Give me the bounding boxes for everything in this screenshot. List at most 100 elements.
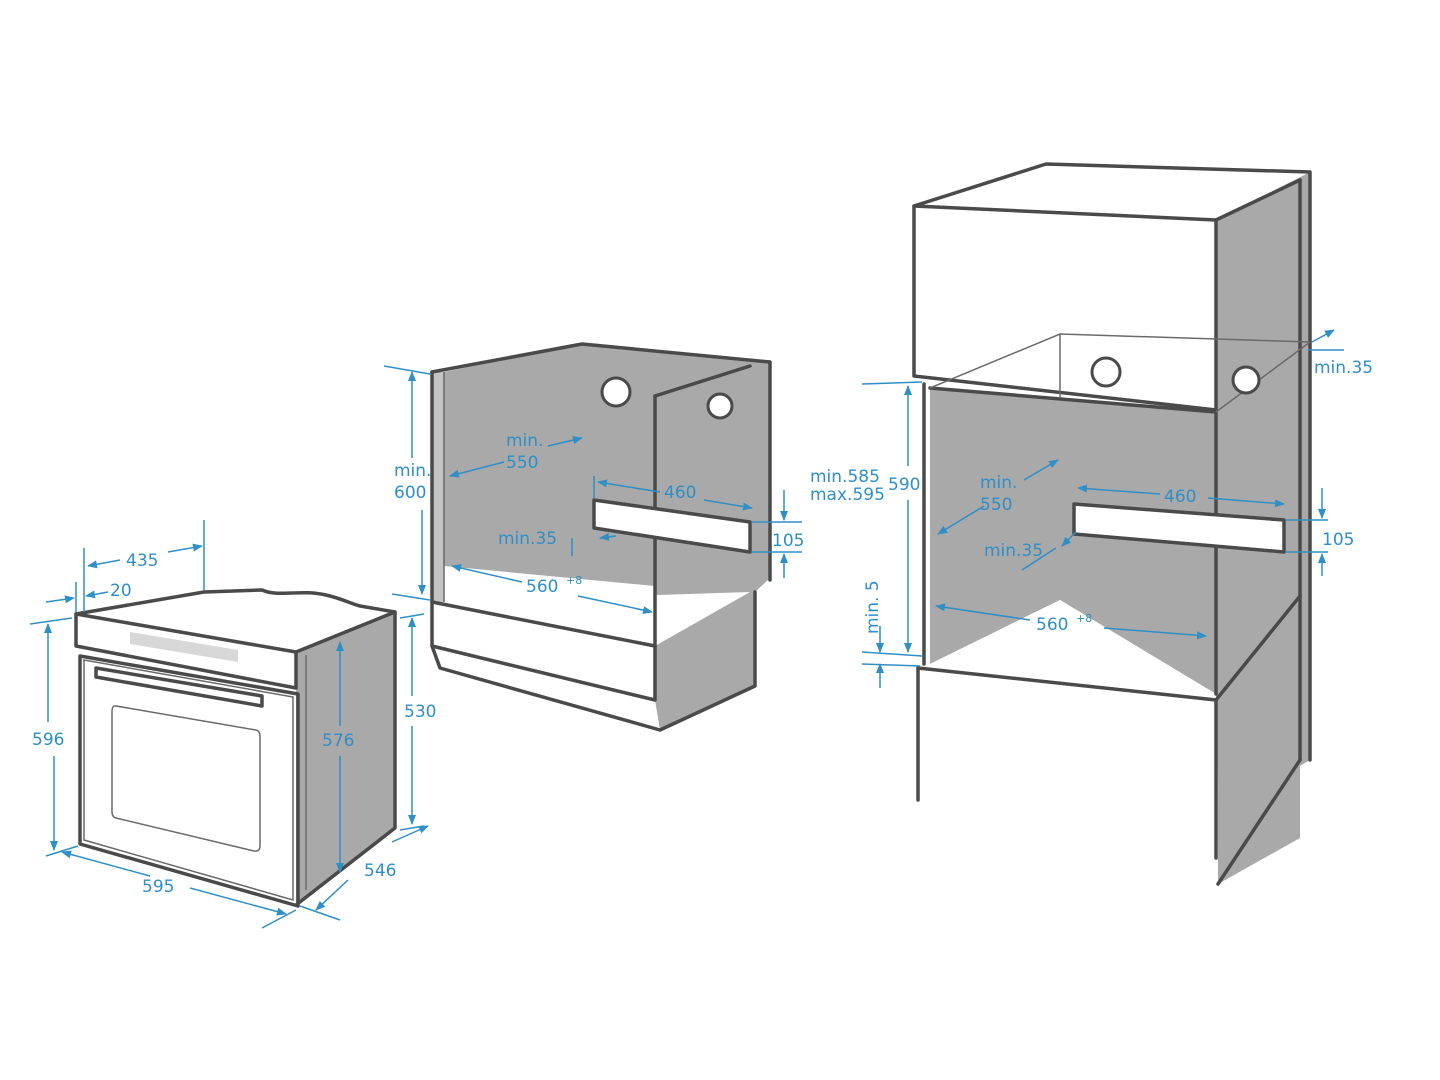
dim-label-530: 530 (404, 702, 436, 722)
dim-label-576: 576 (322, 731, 354, 751)
uc-left-edge (432, 372, 444, 602)
tc-dim-5-ext (861, 663, 921, 667)
uc-dim-550-left (449, 461, 505, 478)
tc-lower-front (918, 668, 1216, 858)
uc-dim-460-right (703, 499, 753, 511)
uc-right-top-edge (653, 364, 752, 398)
tc-dim-460-right (1207, 497, 1285, 508)
uc-dim-label-460: 460 (664, 483, 696, 503)
uc-vent-hole-1 (600, 376, 632, 408)
uc-dim-560-left (451, 564, 523, 583)
oven-right-edge (294, 610, 397, 907)
dim-ext-546 (299, 905, 341, 921)
dim-label-435: 435 (126, 551, 158, 571)
tc-phantom-right (1215, 341, 1311, 413)
tc-dim-35-ext (1021, 547, 1057, 571)
tc-side-bottom-edge (1216, 758, 1302, 886)
dim-ext-596-top (29, 617, 73, 625)
tc-dim-550-right (1023, 459, 1059, 481)
tc-upper-front (914, 206, 1216, 410)
uc-floor (440, 592, 750, 646)
tc-dim-35-arrow (1061, 531, 1077, 547)
oven-dimensions: 435 20 596 595 576 530 546 (29, 520, 436, 929)
uc-right-side (655, 362, 770, 655)
oven-top (76, 590, 395, 652)
tc-lower-side-shadow (1216, 586, 1300, 770)
uc-vent-hole-2 (706, 392, 734, 420)
tc-vent-hole-1 (1090, 356, 1122, 388)
uc-dim-label-600-b: 600 (394, 483, 426, 503)
dim-ext-530-top (399, 613, 425, 619)
under-counter-cabinet (430, 342, 772, 732)
tc-dim-label-5: min. 5 (863, 580, 883, 634)
dim-ext-595 (261, 909, 297, 929)
tc-dim-550-left (937, 505, 985, 535)
uc-rail-edge (592, 498, 752, 554)
uc-rail (594, 500, 750, 552)
uc-base-front (432, 602, 655, 700)
tc-dim-35-side-a (1311, 329, 1335, 343)
tc-dim-label-460: 460 (1164, 487, 1196, 507)
dim-546-right (391, 825, 429, 843)
oven-door (78, 654, 300, 908)
tc-dim-label-tolerance: +8 (1076, 612, 1092, 625)
tc-top (914, 164, 1310, 220)
dim-label-596: 596 (32, 730, 64, 750)
uc-base-edge (430, 600, 657, 702)
dim-435-right-arrow (167, 543, 203, 553)
tc-niche-top-edge (928, 386, 1218, 414)
uc-dim-label-560: 560 (526, 577, 558, 597)
oven-illustration (74, 588, 397, 908)
uc-dim-ext-600-top (383, 365, 431, 375)
dim-label-595: 595 (142, 877, 174, 897)
oven-side-panel (296, 612, 395, 905)
tc-dim-label-595: max.595 (810, 485, 885, 505)
uc-dim-35-arrow (599, 532, 617, 541)
dim-595-right (189, 887, 287, 916)
dim-label-546: 546 (364, 861, 396, 881)
tc-top-edge (912, 162, 1312, 762)
tc-dim-label-590: 590 (888, 475, 920, 495)
uc-dim-label-600-a: min. (394, 461, 431, 481)
uc-top-edge (430, 342, 772, 582)
under-counter-dimensions: min. 600 min. 550 460 min.35 105 560 +8 (383, 365, 804, 615)
oven-top-edge (74, 588, 397, 616)
oven-display (130, 632, 238, 662)
tc-dim-560-right (1103, 627, 1207, 640)
oven-door-inner (83, 659, 294, 901)
dim-435-left-arrow (87, 559, 121, 569)
oven-control-panel-edge (74, 612, 298, 690)
oven-window (111, 705, 261, 852)
uc-dim-550-right (547, 436, 583, 447)
tall-cabinet-dimensions: min.35 min.585 max.595 590 min. 550 460 … (810, 329, 1373, 688)
oven-handle (94, 666, 264, 708)
tc-dim-label-585: min.585 (810, 467, 880, 487)
uc-dim-460-left (597, 479, 661, 493)
uc-dim-ext-600-bottom (391, 593, 431, 601)
dim-595-left (61, 850, 151, 877)
tc-dim-460-left (1077, 484, 1161, 495)
tc-upper-edge (912, 204, 1218, 412)
tc-top-side-edge (1214, 178, 1302, 222)
uc-dim-label-550-b: 550 (506, 453, 538, 473)
tc-rail-edge (1072, 502, 1286, 554)
tc-dim-label-560: 560 (1036, 615, 1068, 635)
tall-cabinet (912, 162, 1312, 886)
tc-niche-floor (930, 590, 1300, 700)
dim-546-left (315, 879, 349, 911)
tc-niche-left (930, 388, 1060, 664)
uc-dim-label-tolerance: +8 (566, 574, 582, 587)
tc-dim-ext-590-top (861, 381, 923, 385)
tc-niche-back (1060, 398, 1216, 694)
dim-label-20: 20 (110, 581, 132, 601)
tc-dim-label-550-a: min. (980, 473, 1017, 493)
uc-base-side (655, 592, 755, 730)
dim-20-right-arrow (85, 590, 109, 599)
tc-dim-label-35-side: min.35 (1314, 358, 1373, 378)
tc-dim-label-105: 105 (1322, 530, 1354, 550)
tc-dim-label-550-b: 550 (980, 495, 1012, 515)
uc-dim-560-right (577, 595, 653, 615)
tc-dim-label-35: min.35 (984, 541, 1043, 561)
